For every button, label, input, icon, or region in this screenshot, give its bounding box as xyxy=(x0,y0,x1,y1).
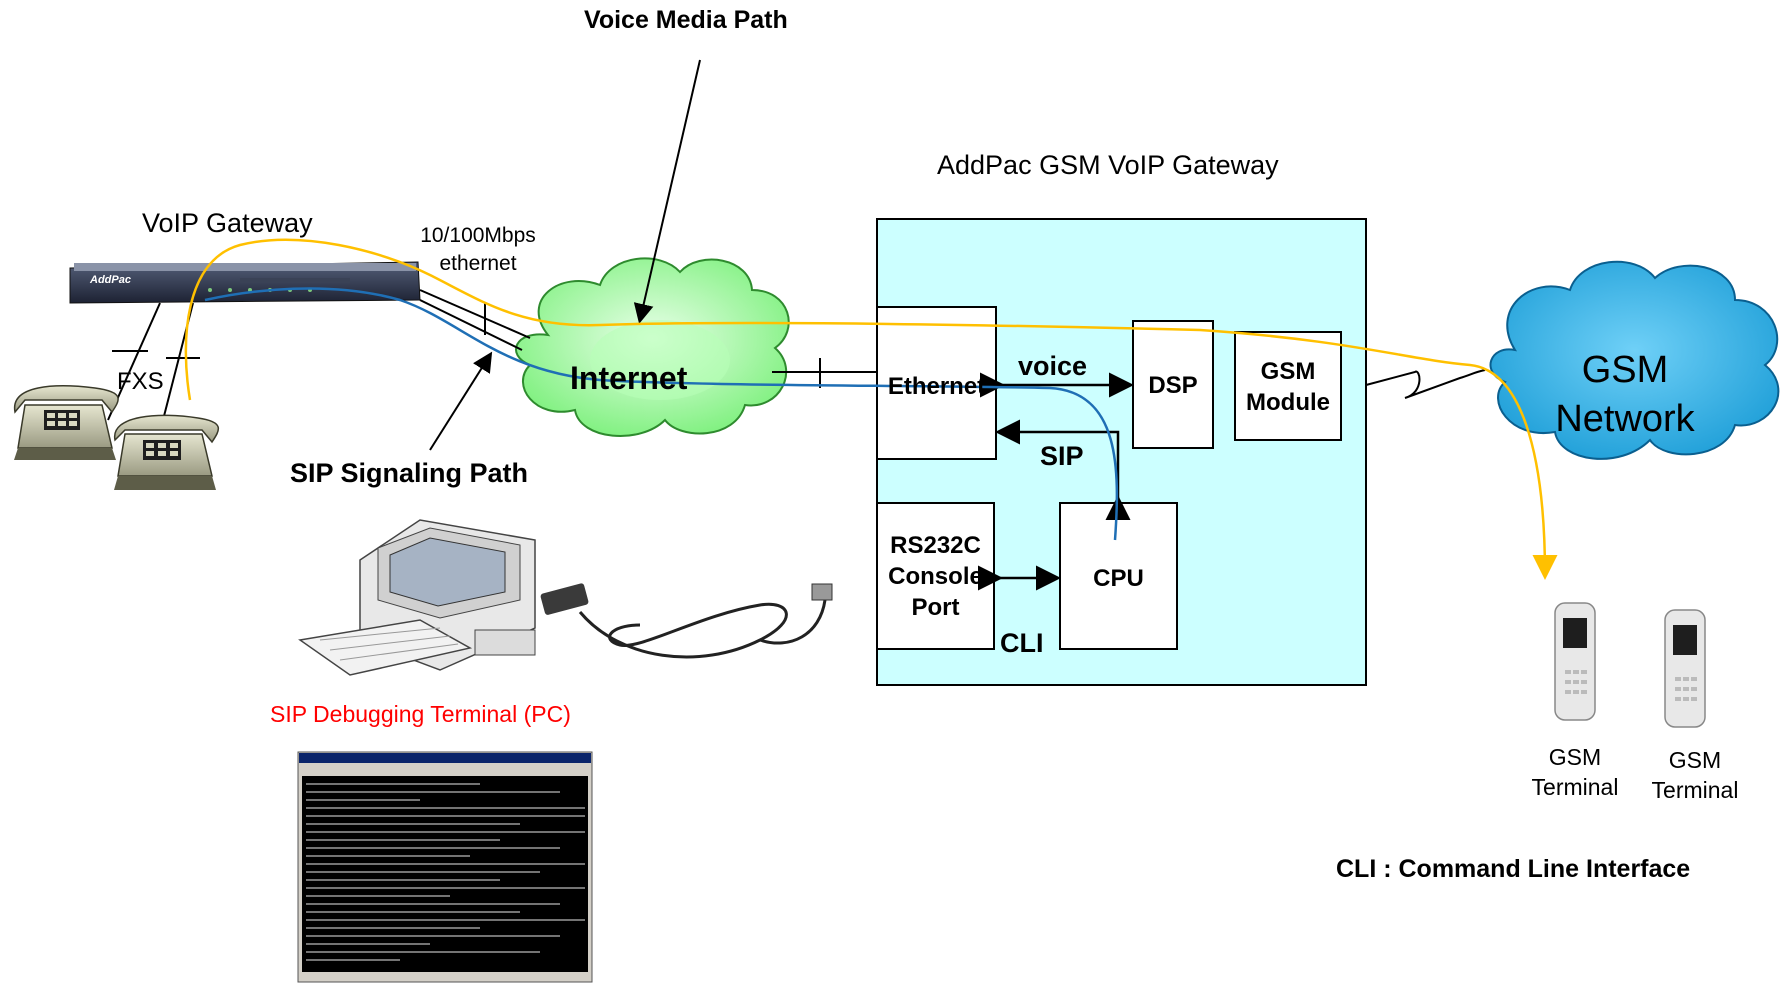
sip-signaling-path-label: SIP Signaling Path xyxy=(290,458,529,488)
gsm-terminal-1-line2: Terminal xyxy=(1531,774,1619,800)
sip-arrow xyxy=(995,419,1131,520)
internet-cloud xyxy=(515,257,790,437)
ethernet-speed-line1: 10/100Mbps xyxy=(420,224,536,247)
voice-media-path-pointer xyxy=(633,59,701,324)
ethernet-block-label: Ethernet xyxy=(887,373,986,400)
gsm-network-label: GSM Network xyxy=(1520,346,1730,444)
voice-media-path-line xyxy=(184,238,1558,580)
gsm-module-line1: GSM xyxy=(1260,358,1316,385)
gsm-terminal-1-line1: GSM xyxy=(1548,744,1602,770)
gsm-terminal-1-label: GSM Terminal xyxy=(1520,742,1630,802)
voip-gateway-device: AddPac xyxy=(69,261,421,304)
rs232c-block xyxy=(876,502,995,650)
rs232c-block-label: RS232C Console Port xyxy=(877,530,994,623)
dsp-block xyxy=(1132,320,1214,449)
sip-signaling-path-pointer xyxy=(429,351,493,451)
addpac-gateway-title: AddPac GSM VoIP Gateway xyxy=(937,150,1279,180)
pc-computer xyxy=(298,519,536,676)
voice-arrow-label: voice xyxy=(1018,351,1088,381)
ethernet-speed-line2: ethernet xyxy=(439,252,517,275)
gsm-module-block xyxy=(1234,331,1342,441)
voip-gateway-label: VoIP Gateway xyxy=(142,208,313,238)
cli-legend: CLI : Command Line Interface xyxy=(1336,855,1691,883)
internet-label: Internet xyxy=(570,360,688,396)
rs232c-line2: Console xyxy=(888,563,983,590)
gsm-handset-2 xyxy=(1664,609,1706,728)
rs232c-line3: Port xyxy=(911,594,960,621)
gsm-terminal-2-label: GSM Terminal xyxy=(1640,745,1750,805)
sip-signaling-path-line xyxy=(204,287,1119,541)
gsm-wireless-link xyxy=(1365,369,1486,399)
gsm-handset-1 xyxy=(1554,602,1596,721)
rs232c-line1: RS232C xyxy=(890,532,981,559)
cli-block-label: CLI xyxy=(1000,628,1044,658)
terminal-screenshot xyxy=(297,751,593,983)
gsm-module-line2: Module xyxy=(1246,389,1330,416)
gateway-to-internet-line-1 xyxy=(419,289,531,339)
gsm-network-cloud xyxy=(1489,260,1780,460)
gsm-network-line2: Network xyxy=(1555,398,1695,440)
gsm-terminal-2-line1: GSM xyxy=(1668,747,1722,773)
voice-media-path-label: Voice Media Path xyxy=(584,6,788,34)
sip-debugging-terminal-label: SIP Debugging Terminal (PC) xyxy=(270,701,571,727)
gsm-network-line1: GSM xyxy=(1581,349,1669,391)
ethernet-speed-label: 10/100Mbps ethernet xyxy=(408,222,548,278)
fxs-label: FXS xyxy=(117,368,164,395)
gsm-terminal-2-line2: Terminal xyxy=(1651,777,1739,803)
cpu-block-label: CPU xyxy=(1093,565,1144,592)
telephone-2 xyxy=(114,414,219,490)
sip-arrow-label: SIP xyxy=(1040,441,1084,471)
dsp-block-label: DSP xyxy=(1148,372,1198,399)
telephone-1 xyxy=(14,385,119,460)
gsm-module-block-label: GSM Module xyxy=(1235,356,1341,418)
ethernet-block xyxy=(876,306,997,460)
device-brand: AddPac xyxy=(89,274,131,286)
console-cable xyxy=(540,583,833,659)
gateway-to-internet-line-2 xyxy=(419,299,523,351)
